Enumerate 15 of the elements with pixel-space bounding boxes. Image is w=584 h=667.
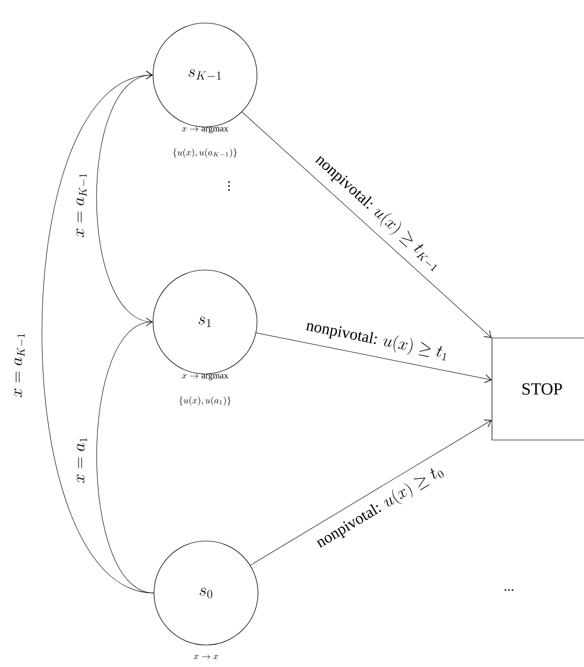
arrow (256, 332, 492, 383)
arrow (96, 70, 153, 322)
stop-box: STOP (492, 338, 584, 440)
node-caption: $x \to x$ (194, 654, 218, 660)
vertical-dots: $\vdots$ (228, 181, 230, 191)
node-caption: $\{u(x), u(a_1)\}$ (179, 396, 231, 406)
edge-label: $x = a_1$ (76, 436, 88, 484)
edge-label: $x = a_{K-1}$ (14, 331, 26, 399)
edge-label: $\mbox{nonpivotal: } u(x) \geq t_1$ (303, 316, 452, 364)
node-caption: $x \to \mathrm{argmax}$ (182, 126, 228, 134)
edge-label: $x = a_{K-1}$ (76, 171, 88, 239)
node-caption: $x \to \mathrm{argmax}$ (182, 374, 228, 380)
arrow (96, 318, 154, 594)
node-caption: $\{u(x), u(a_{K-1})\}$ (173, 148, 237, 158)
ellipsis: ... (504, 589, 514, 591)
